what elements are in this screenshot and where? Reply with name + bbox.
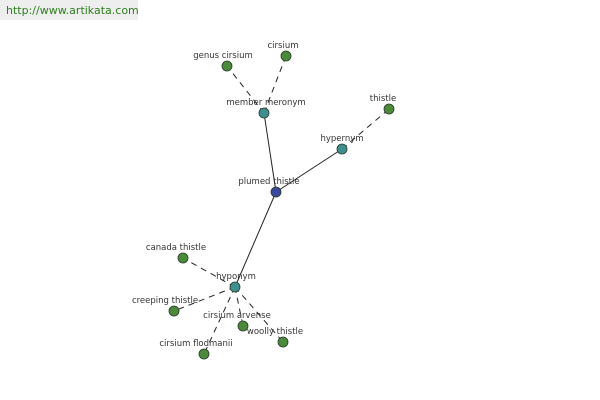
node-woolly-thistle[interactable] xyxy=(277,336,289,348)
label-member-meronym[interactable]: member meronym xyxy=(226,98,305,108)
edge-plumed-thistle-to-hyponym xyxy=(234,191,277,288)
label-creeping-thistle[interactable]: creeping thistle xyxy=(132,296,198,306)
node-cirsium[interactable] xyxy=(280,50,292,62)
node-canada-thistle[interactable] xyxy=(177,252,189,264)
node-cirsium-arvense[interactable] xyxy=(237,320,249,332)
label-cirsium-flodmanii[interactable]: cirsium flodmanii xyxy=(159,339,232,349)
edge-hyponym-to-cirsium-arvense xyxy=(234,286,244,327)
graph-labels: plumed thistle member meronym hypernym hypo… xyxy=(132,41,396,349)
edge-member-meronym-to-genus-cirsium xyxy=(226,65,265,114)
site-url-link[interactable]: http://www.artikata.com xyxy=(6,4,139,17)
node-plumed-thistle[interactable] xyxy=(270,186,282,198)
node-member-meronym[interactable] xyxy=(258,107,270,119)
edge-plumed-thistle-to-member-meronym xyxy=(263,112,277,193)
label-woolly-thistle[interactable]: woolly thistle xyxy=(247,327,303,337)
edge-hyponym-to-woolly-thistle xyxy=(234,286,284,343)
label-hypernym[interactable]: hypernym xyxy=(320,134,363,144)
node-hypernym[interactable] xyxy=(336,143,348,155)
label-genus-cirsium[interactable]: genus cirsium xyxy=(193,51,253,61)
label-hyponym[interactable]: hyponym xyxy=(216,272,256,282)
node-cirsium-flodmanii[interactable] xyxy=(198,348,210,360)
node-thistle[interactable] xyxy=(383,103,395,115)
graph-edges xyxy=(173,55,390,355)
label-cirsium-arvense[interactable]: cirsium arvense xyxy=(203,311,271,321)
url-bar: http://www.artikata.com xyxy=(0,0,139,20)
label-plumed-thistle[interactable]: plumed thistle xyxy=(238,177,299,187)
node-hyponym[interactable] xyxy=(229,281,241,293)
label-thistle[interactable]: thistle xyxy=(370,94,396,104)
label-canada-thistle[interactable]: canada thistle xyxy=(146,243,206,253)
edge-hyponym-to-cirsium-flodmanii xyxy=(203,286,236,355)
edge-hyponym-to-canada-thistle xyxy=(182,257,236,288)
edge-plumed-thistle-to-hypernym xyxy=(275,148,343,193)
node-genus-cirsium[interactable] xyxy=(221,60,233,72)
label-cirsium[interactable]: cirsium xyxy=(268,41,299,51)
node-creeping-thistle[interactable] xyxy=(168,305,180,317)
graph-nodes xyxy=(168,50,395,360)
